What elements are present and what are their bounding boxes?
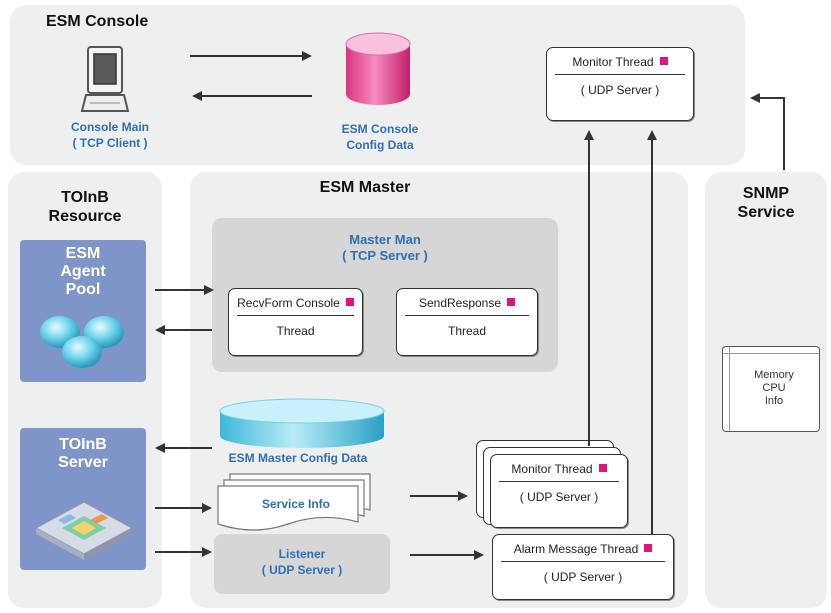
master-config-database-icon	[219, 398, 385, 448]
server-chip-icon	[34, 501, 134, 560]
toinb-resource-title: TOInB Resource	[8, 188, 162, 226]
console-monitor-thread-card: Monitor Thread ( UDP Server )	[546, 47, 694, 121]
console-monitor-thread-title: Monitor Thread	[572, 55, 654, 69]
toinb-server-line2: Server	[58, 454, 108, 471]
toinb-server-line1: TOInB	[59, 436, 107, 453]
recv-thread-title: RecvForm Console	[237, 296, 340, 310]
console-main-label: Console Main ( TCP Client )	[55, 119, 165, 151]
snmp-info-card: Memory CPU Info	[722, 346, 820, 432]
master-config-data-label: ESM Master Config Data	[228, 451, 368, 465]
console-main-name: Console Main	[70, 120, 149, 134]
console-config-line1: ESM Console	[341, 122, 419, 136]
toinb-resource-line1: TOInB	[61, 189, 109, 206]
listener-box: Listener ( UDP Server )	[214, 534, 390, 594]
snmp-info-info: Info	[764, 395, 784, 407]
listener-name: Listener	[278, 547, 326, 561]
snmp-line1: SNMP	[742, 185, 790, 202]
master-man-name: Master Man	[349, 232, 421, 247]
service-info-document-icon	[217, 473, 371, 531]
master-monitor-thread-card: Monitor Thread ( UDP Server )	[490, 454, 628, 528]
console-config-database-icon	[345, 32, 411, 105]
listener-label: Listener ( UDP Server )	[214, 546, 390, 578]
toinb-server-box: TOInB Server	[20, 428, 146, 570]
snmp-info-text: Memory CPU Info	[729, 369, 819, 408]
recv-form-console-card: RecvForm Console Thread	[228, 288, 363, 356]
arrow-snmp-to-console	[750, 93, 785, 170]
esm-master-title: ESM Master	[319, 179, 411, 196]
toinb-resource-line2: Resource	[48, 208, 122, 225]
console-config-line2: Config Data	[346, 138, 414, 152]
snmp-service-title: SNMP Service	[705, 184, 827, 222]
agent-pool-box: ESM Agent Pool	[20, 240, 146, 382]
agent-pool-line3: Pool	[65, 281, 101, 298]
listener-role: ( UDP Server )	[261, 563, 343, 577]
esm-console-title: ESM Console	[46, 13, 149, 30]
alarm-thread-sub: ( UDP Server )	[543, 570, 623, 584]
monitor-computer-icon	[80, 46, 130, 112]
master-man-label: Master Man ( TCP Server )	[212, 232, 558, 264]
alarm-message-thread-card: Alarm Message Thread ( UDP Server )	[492, 534, 674, 600]
agent-pool-label: ESM Agent Pool	[20, 245, 146, 299]
send-thread-sub: Thread	[447, 324, 487, 338]
snmp-info-memory: Memory	[754, 369, 794, 381]
console-main-role: ( TCP Client )	[72, 136, 148, 150]
send-response-card: SendResponse Thread	[396, 288, 538, 356]
status-marker-icon	[659, 57, 668, 65]
master-man-role: ( TCP Server )	[342, 248, 428, 263]
snmp-line2: Service	[737, 204, 795, 221]
status-marker-icon	[598, 464, 607, 472]
service-info-label: Service Info	[261, 497, 331, 511]
send-thread-title: SendResponse	[418, 296, 502, 310]
console-monitor-thread-sub: ( UDP Server )	[580, 83, 660, 97]
console-config-data-label: ESM Console Config Data	[325, 121, 435, 153]
toinb-server-label: TOInB Server	[20, 436, 146, 472]
recv-thread-sub: Thread	[276, 324, 315, 338]
status-marker-icon	[507, 298, 516, 306]
agent-spheres-icon	[40, 316, 124, 368]
alarm-thread-title: Alarm Message Thread	[513, 542, 639, 556]
snmp-info-cpu: CPU	[762, 382, 786, 394]
agent-pool-line2: Agent	[60, 263, 106, 280]
agent-pool-line1: ESM	[65, 245, 101, 262]
master-monitor-thread-title: Monitor Thread	[511, 462, 593, 476]
master-monitor-thread-sub: ( UDP Server )	[519, 490, 599, 504]
status-marker-icon	[345, 298, 354, 306]
status-marker-icon	[644, 544, 653, 552]
